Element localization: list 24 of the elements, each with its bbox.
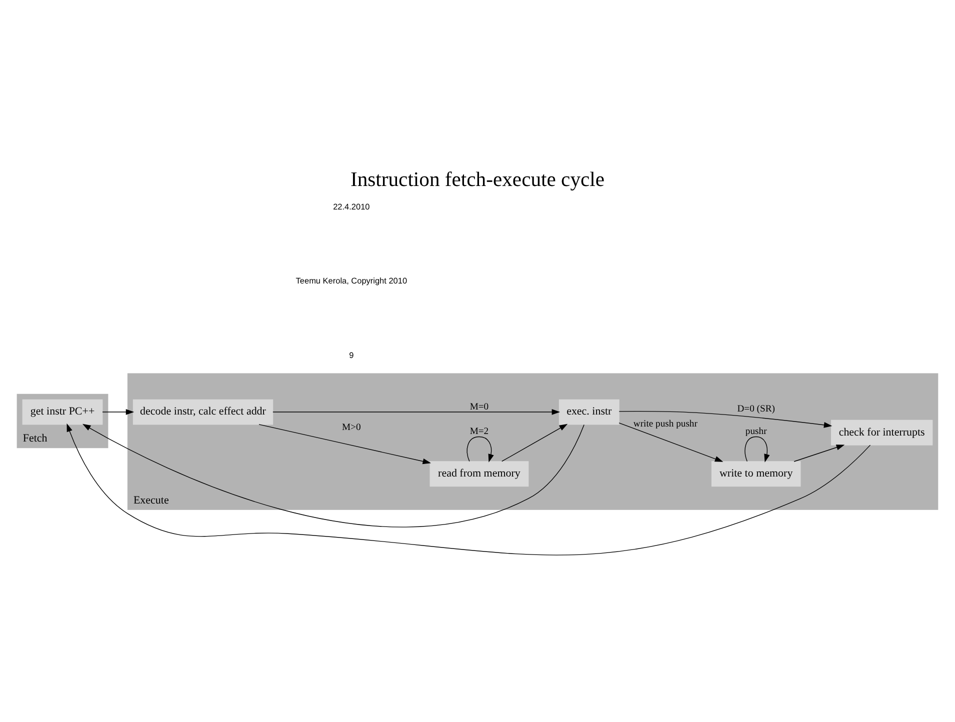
arrow xyxy=(258,424,432,464)
arrow xyxy=(618,410,832,428)
arrow xyxy=(794,444,845,462)
node-box: decode instr, calc effect addr xyxy=(132,399,274,425)
node-box: read from memory xyxy=(430,461,529,487)
edge-label: write push pushr xyxy=(633,418,698,430)
node-box: check for interrupts xyxy=(831,420,933,446)
arrow xyxy=(502,424,568,462)
edge-label: D=0 (SR) xyxy=(737,403,775,414)
edge-label: pushr xyxy=(745,426,767,438)
arrow xyxy=(618,422,724,462)
arrow xyxy=(272,409,560,415)
arrow xyxy=(102,409,134,415)
node-box: get instr PC++ xyxy=(22,399,103,425)
arrow xyxy=(82,424,584,528)
edge-label: M=0 xyxy=(470,401,489,412)
arrow xyxy=(744,436,770,462)
arrow xyxy=(66,423,871,556)
node-box: exec. instr xyxy=(558,399,620,425)
edge-label: M=2 xyxy=(470,426,489,438)
arrow xyxy=(466,436,494,462)
node-box: write to memory xyxy=(711,461,801,487)
edge-label: M>0 xyxy=(342,422,361,434)
diagram-title: Instruction fetch-execute cycle xyxy=(350,168,605,191)
